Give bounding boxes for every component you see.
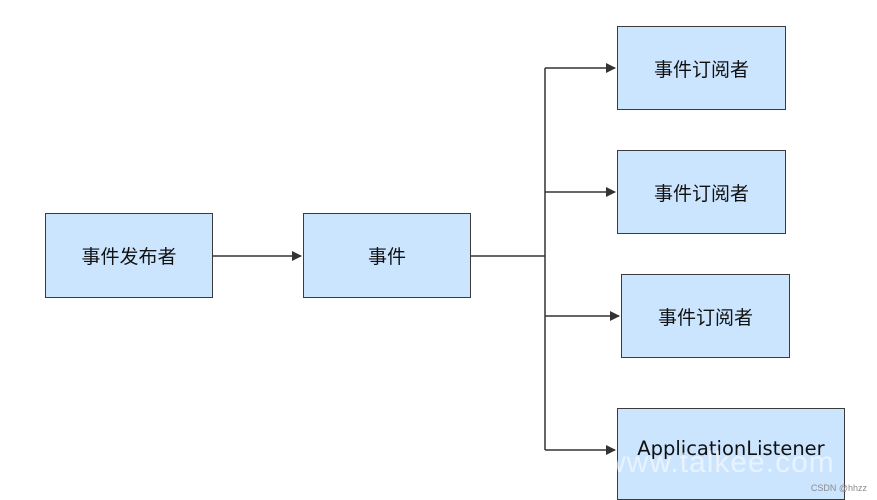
node-application-listener: ApplicationListener [617,408,845,500]
node-event-subscriber-label: 事件订阅者 [657,306,753,329]
node-application-listener-label: ApplicationListener [637,437,825,460]
node-event: 事件 [303,213,471,298]
node-event-subscriber-label: 事件订阅者 [653,182,749,205]
credit-text: CSDN @hhzz [810,483,867,493]
node-event-subscriber-label: 事件订阅者 [653,58,749,81]
watermark-text: www.talkee.com [604,446,835,479]
node-event-subscriber: 事件订阅者 [617,26,786,110]
node-event-publisher: 事件发布者 [45,213,213,298]
node-event-publisher-label: 事件发布者 [81,246,177,268]
node-event-label: 事件 [367,246,406,268]
node-event-subscriber: 事件订阅者 [617,150,786,234]
node-event-subscriber: 事件订阅者 [621,274,790,358]
